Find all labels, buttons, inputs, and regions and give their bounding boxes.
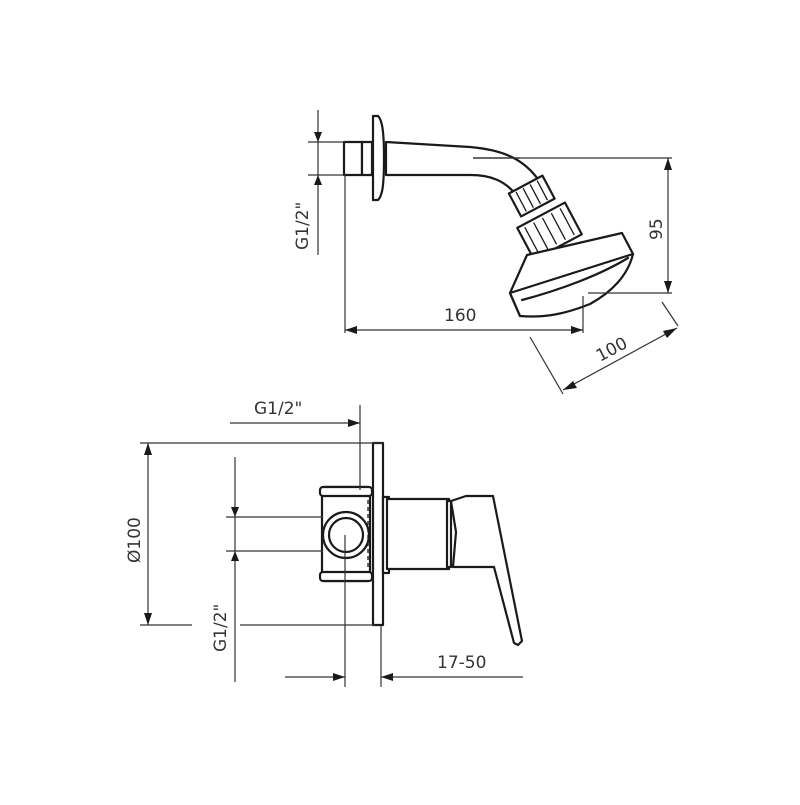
ball-joint-nut	[507, 174, 556, 218]
dim-plate-diameter-label: Ø100	[125, 517, 145, 563]
shower-head-view: G1/2" 160 95 100	[293, 110, 679, 395]
dim-side-thread: G1/2"	[211, 457, 323, 682]
lever-handle	[449, 494, 524, 647]
dim-head-drop: 95	[473, 157, 672, 294]
dim-top-thread: G1/2"	[230, 399, 361, 490]
dim-arm-thread: G1/2"	[293, 110, 345, 255]
wall-plate	[371, 441, 385, 627]
dim-arm-thread-label: G1/2"	[293, 202, 313, 250]
dim-arm-projection: 160	[344, 175, 584, 334]
dim-wall-depth: 17-50	[285, 535, 523, 687]
mixer-view: G1/2" Ø100 G1/2"	[125, 399, 524, 687]
dim-head-drop-label: 95	[647, 218, 667, 240]
shower-head	[508, 231, 635, 318]
head-connector-nut	[516, 201, 583, 261]
dim-top-thread-label: G1/2"	[254, 399, 302, 419]
dim-wall-depth-label: 17-50	[437, 653, 486, 673]
dim-plate-diameter: Ø100	[125, 442, 383, 626]
arm-thread-connector	[342, 140, 374, 177]
dim-side-thread-label: G1/2"	[211, 604, 231, 652]
dim-arm-projection-label: 160	[444, 306, 476, 326]
cartridge-sleeve	[381, 495, 453, 575]
wall-flange	[371, 114, 386, 202]
valve-body	[318, 485, 374, 583]
dim-head-diameter-label: 100	[593, 334, 631, 367]
